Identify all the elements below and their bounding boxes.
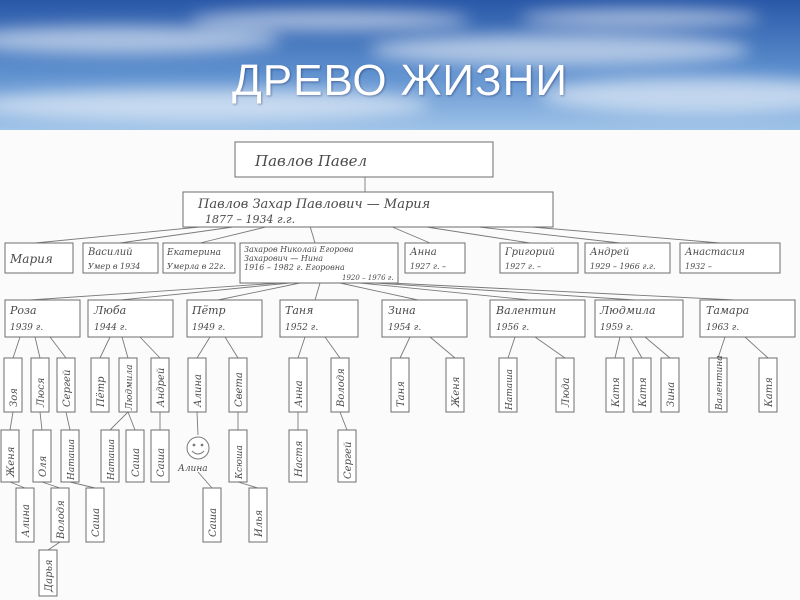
node-lyuba-andrey: Андрей	[156, 368, 167, 408]
node-natasha-2: Наташа	[67, 439, 77, 481]
node-couple-years: 1877 – 1934 г.г.	[205, 213, 295, 226]
node-couple: Павлов Захар Павлович — Мария 1877 – 193…	[183, 192, 553, 227]
node-root-label: Павлов Павел	[254, 152, 367, 170]
node-sergey-2: Сергей	[343, 442, 354, 479]
node-root: Павлов Павел	[235, 142, 493, 177]
node-valentin-year: 1956 г.	[496, 323, 529, 333]
node-sasha-2: Саша	[156, 448, 167, 477]
node-anastasiya-years: 1932 –	[685, 262, 712, 271]
node-zakharov-l4: 1920 – 1976 г.	[342, 274, 394, 282]
node-zakharov-l2: Захарович — Нина	[244, 254, 323, 263]
node-lyusya: Люся	[36, 378, 47, 408]
node-zoya: Зоя	[9, 388, 20, 407]
node-tanya-year: 1952 г.	[285, 323, 318, 333]
node-valentin-name: Валентин	[495, 304, 556, 317]
node-lyuba-name: Люба	[93, 304, 126, 317]
node-mariya-name: Мария	[9, 252, 53, 266]
node-nastya: Настя	[294, 441, 305, 478]
node-lyuba-lyudmila: Людмила	[125, 365, 135, 412]
node-sasha-3: Саша	[91, 508, 102, 537]
node-alina: Алина	[193, 374, 204, 408]
node-sveta: Света	[234, 372, 245, 407]
node-andrey-name: Андрей	[589, 247, 629, 258]
node-sasha-1: Саша	[131, 448, 142, 477]
node-olya: Оля	[38, 456, 49, 477]
node-tamara-name: Тамара	[706, 304, 749, 317]
node-couple-names: Павлов Захар Павлович — Мария	[197, 197, 430, 212]
generation-4: Зоя Люся Сергей Пётр Людмила Андрей Алин…	[4, 355, 777, 412]
page-title: ДРЕВО ЖИЗНИ	[0, 56, 800, 106]
node-zina-tanya: Таня	[396, 381, 407, 407]
node-andrey-years: 1929 – 1966 г.г.	[590, 262, 656, 271]
generation-3: Роза 1939 г. Люба 1944 г. Пётр 1949 г. Т…	[5, 300, 795, 337]
node-lyuda: Люда	[561, 378, 572, 408]
node-sasha-4: Саша	[208, 508, 219, 537]
node-ekaterina-name: Екатерина	[166, 248, 221, 258]
family-tree-diagram: Павлов Павел Павлов Захар Павлович — Мар…	[0, 130, 800, 600]
node-lyuba-year: 1944 г.	[94, 323, 127, 333]
node-anna-years: 1927 г. –	[410, 262, 446, 271]
node-zina-name: Зина	[388, 304, 416, 317]
node-petr-year: 1949 г.	[192, 323, 225, 333]
node-katya-1: Катя	[611, 377, 622, 408]
node-zina-year: 1954 г.	[388, 323, 421, 333]
node-darya: Дарья	[44, 559, 55, 593]
node-tamara-year: 1963 г.	[706, 323, 739, 333]
node-katya-2: Катя	[638, 377, 649, 408]
node-vasiliy-note: Умер в 1934	[88, 262, 140, 271]
node-natasha-3: Наташа	[107, 439, 117, 481]
node-natasha: Наташа	[505, 369, 515, 411]
node-zakharov-l3: 1916 – 1982 г. Егоровна	[244, 263, 345, 272]
node-alina-2: Алина	[21, 504, 32, 538]
node-zina-2: Зина	[666, 382, 677, 407]
node-zakharov-l1: Захаров Николай Егорова	[244, 245, 354, 254]
node-roza-year: 1939 г.	[10, 323, 43, 333]
generation-6: Алина Володя Саша Саша Илья Дарья	[16, 488, 267, 596]
node-valentina: Валентина	[715, 355, 725, 411]
node-roza-name: Роза	[9, 304, 37, 317]
node-vasiliy-name: Василий	[87, 247, 133, 258]
node-ksyusha: Ксюша	[235, 445, 245, 480]
node-tanya-name: Таня	[285, 304, 313, 317]
node-grigoriy-name: Григорий	[504, 247, 555, 258]
node-anastasiya-name: Анастасия	[684, 247, 745, 258]
node-volodya-2: Володя	[56, 500, 67, 540]
node-ekaterina-note: Умерла в 22г.	[167, 262, 226, 271]
generation-2: Мария Василий Умер в 1934 Екатерина Умер…	[5, 243, 780, 283]
smiley-icon	[187, 437, 209, 459]
generation-5: Женя Оля Наташа Наташа Саша Саша Алина К…	[1, 430, 356, 482]
node-petr-name: Пётр	[191, 304, 226, 317]
node-grigoriy-years: 1927 г. –	[505, 262, 541, 271]
node-alina-child: Алина	[177, 464, 208, 474]
node-lyudmila-year: 1959 г.	[600, 323, 633, 333]
node-sergey: Сергей	[62, 370, 73, 407]
node-zhenya: Женя	[6, 447, 17, 478]
node-lyudmila-name: Людмила	[599, 304, 656, 317]
node-ilya: Илья	[254, 510, 265, 538]
node-tamara-katya: Катя	[764, 377, 775, 408]
node-anna-name: Анна	[409, 247, 437, 258]
node-lyuba-petr: Пётр	[96, 376, 107, 408]
node-zina-zhenya: Женя	[451, 377, 462, 408]
node-tanya-anna: Анна	[294, 380, 305, 408]
node-volodya: Володя	[336, 368, 347, 408]
